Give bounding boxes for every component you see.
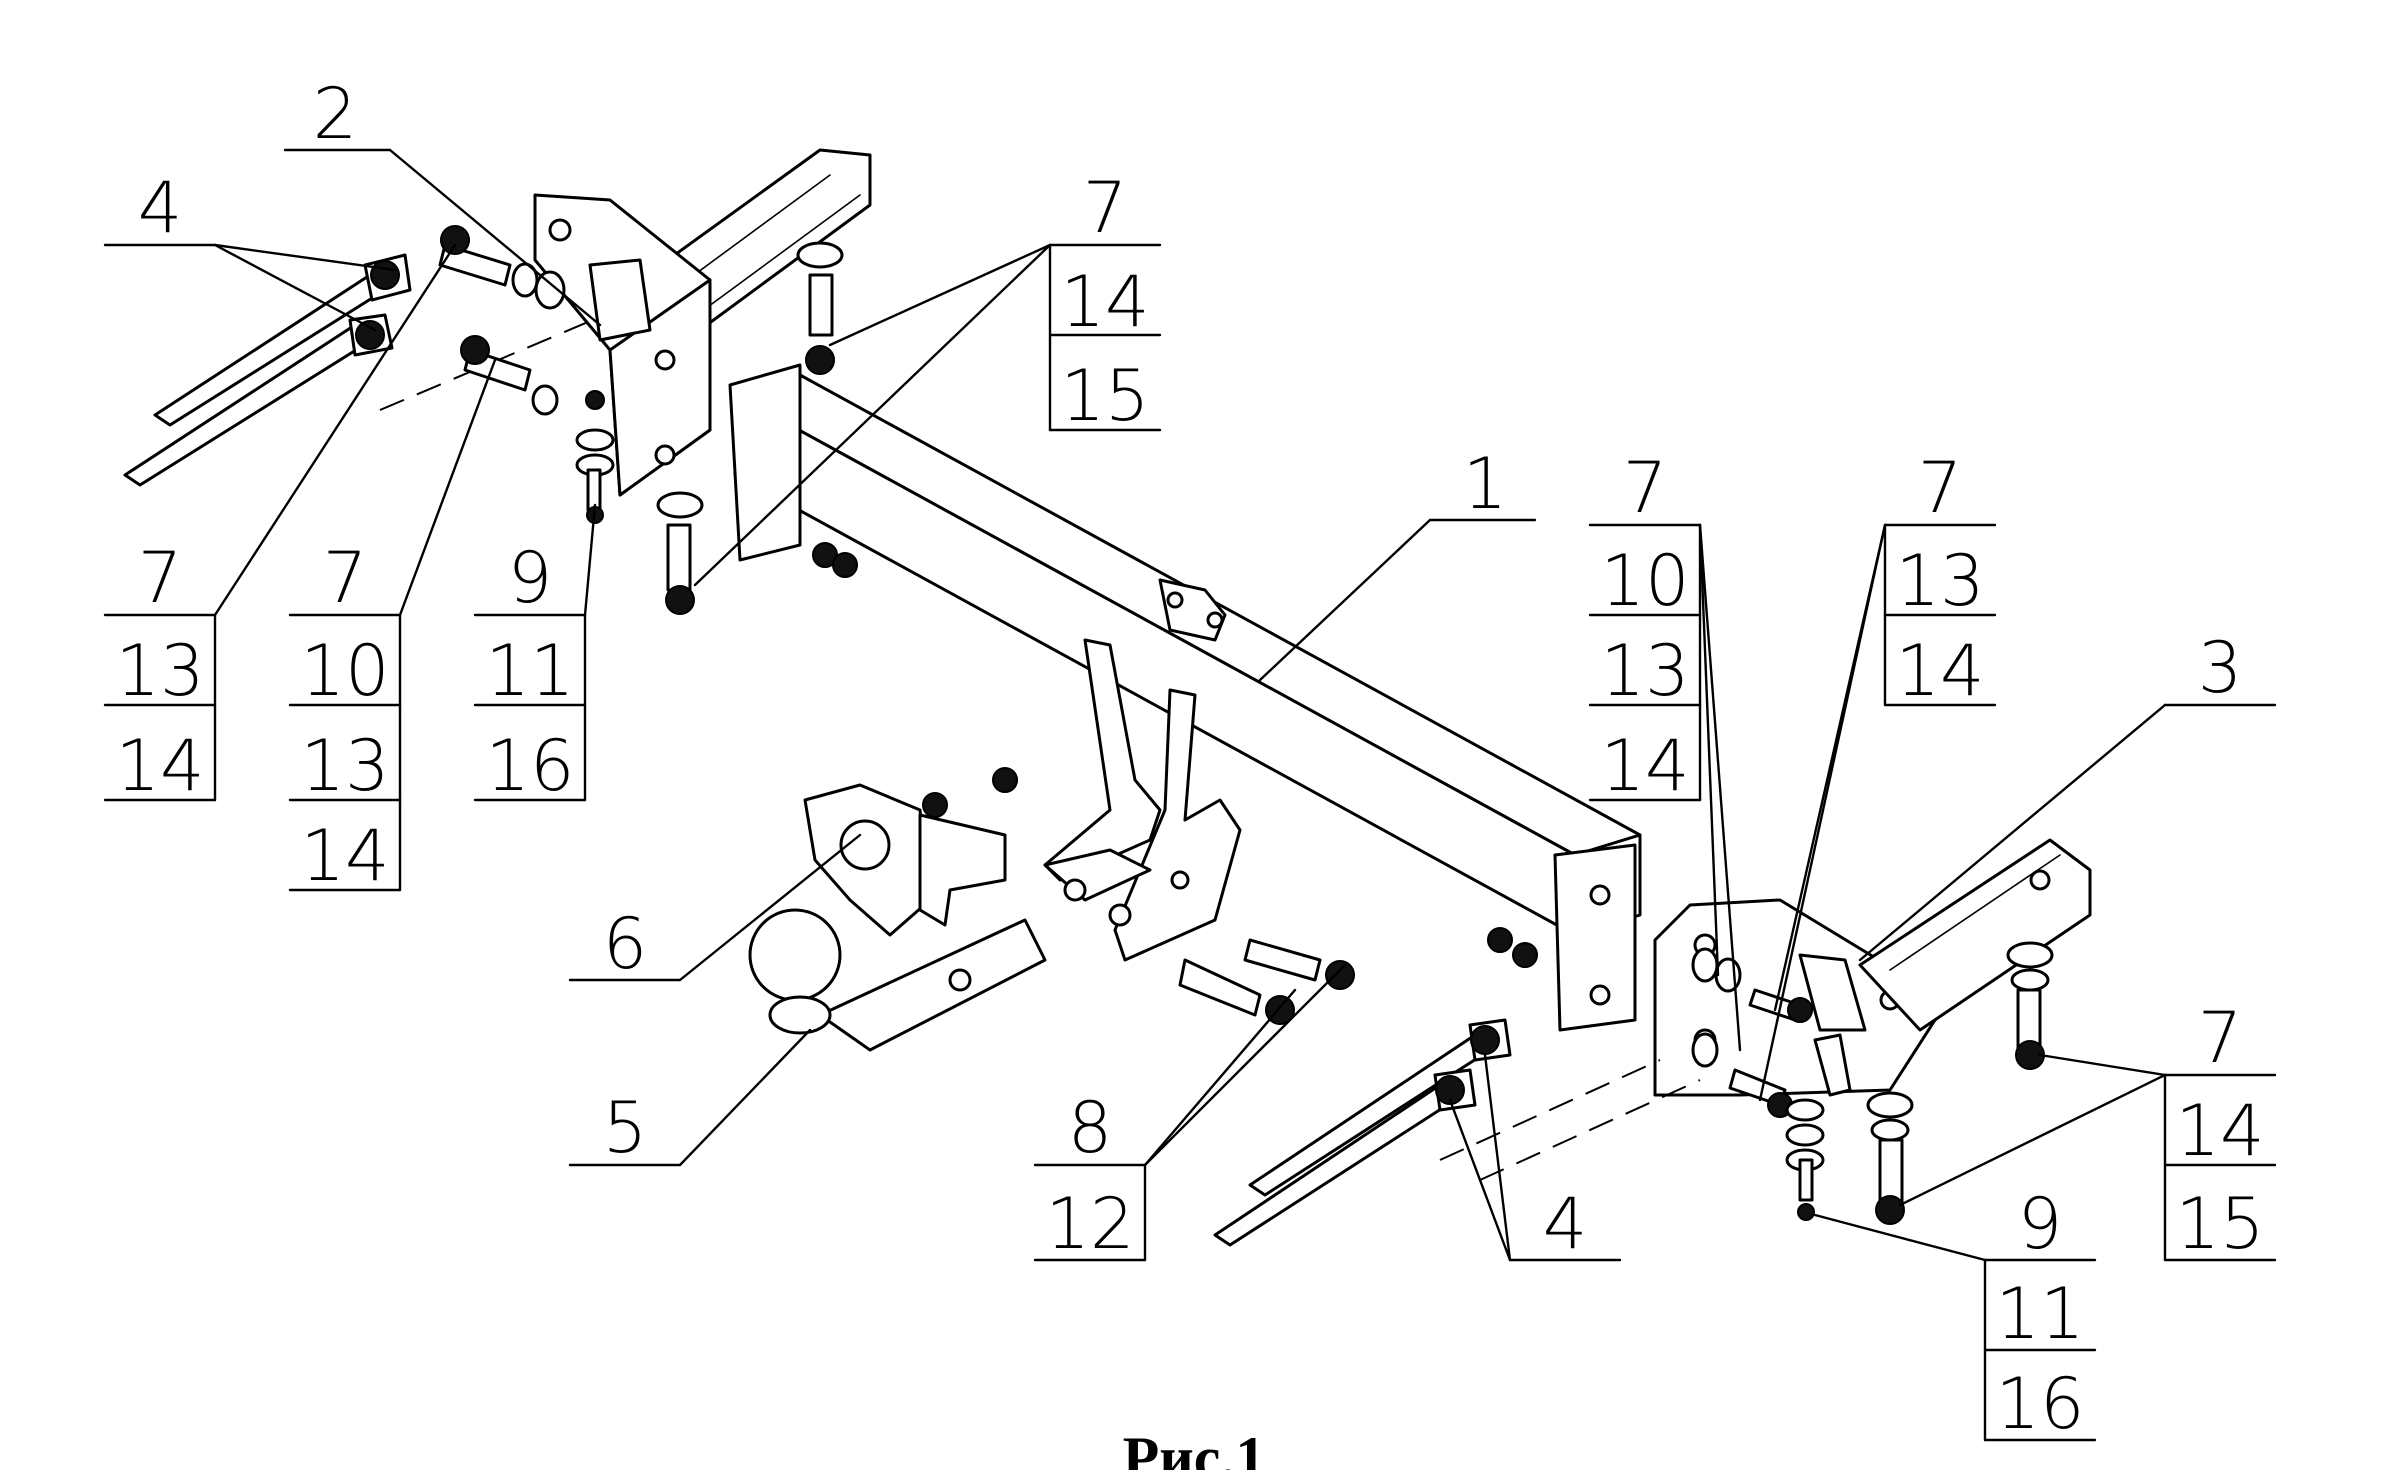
callout-4-right: 4 [1508, 1183, 1622, 1265]
callout-11-label: 11 [1995, 1273, 2084, 1355]
callout-4-right-label: 4 [1543, 1183, 1588, 1265]
main-cross-beam [728, 363, 1642, 1032]
callout-3-label: 3 [2198, 627, 2243, 709]
callout-4-left: 4 [103, 167, 217, 249]
callout-1: 1 [1428, 443, 1537, 525]
callout-10-label: 10 [300, 630, 389, 712]
right-frame-member [1439, 838, 2092, 1181]
ball-mount-bolts [1178, 938, 1355, 1025]
callout-8-label: 8 [1068, 1087, 1113, 1169]
right-tie-strips [1213, 1018, 1512, 1247]
callout-7-14-15-lower: 7 14 15 [2163, 997, 2277, 1265]
callout-7-label: 7 [323, 537, 368, 619]
callout-12-label: 12 [1045, 1183, 1134, 1265]
callout-13-label: 13 [300, 725, 389, 807]
callout-7-label: 7 [138, 537, 183, 619]
leader-lines [213, 148, 2167, 1262]
callout-8-12: 8 12 [1033, 1087, 1147, 1265]
callout-1-label: 1 [1463, 443, 1508, 525]
callout-14-label: 14 [2175, 1090, 2264, 1172]
callout-15-label: 15 [1060, 355, 1149, 437]
figure-caption: Рис.1 [1123, 1425, 1266, 1470]
callout-7-10-13-14-left: 7 10 13 14 [288, 537, 402, 897]
callout-9-11-16-right: 9 11 16 [1983, 1183, 2097, 1445]
callout-2: 2 [283, 73, 392, 155]
callout-3: 3 [2163, 627, 2277, 709]
callout-6: 6 [568, 903, 682, 985]
left-mounting-bracket [533, 193, 712, 497]
callout-13-label: 13 [1600, 630, 1689, 712]
callout-7-13-14-left: 7 13 14 [103, 537, 217, 807]
callout-7-13-14-right: 7 13 14 [1883, 447, 1997, 712]
callout-9-label: 9 [508, 537, 553, 619]
callout-16-label: 16 [1995, 1363, 2084, 1445]
tow-ball-neck [748, 908, 1047, 1052]
callout-4-left-label: 4 [138, 167, 183, 249]
socket-plate [803, 767, 1018, 937]
callout-14-label: 14 [1895, 630, 1984, 712]
callout-5: 5 [568, 1087, 682, 1169]
callout-13-label: 13 [1895, 540, 1984, 622]
callout-7-label: 7 [1623, 447, 1668, 529]
left-bolts-washers [438, 225, 858, 615]
callout-15-label: 15 [2175, 1183, 2264, 1265]
ball-mount-plates [1043, 638, 1242, 962]
callout-9-11-16-left: 9 11 16 [473, 537, 587, 807]
callout-9-label: 9 [2018, 1183, 2063, 1265]
callout-13-label: 13 [115, 630, 204, 712]
callout-7-10-13-14-right: 7 10 13 14 [1588, 447, 1702, 807]
callout-7-14-15-upper: 7 14 15 [1048, 167, 1162, 437]
callout-14-label: 14 [300, 815, 389, 897]
callout-7-label: 7 [1083, 167, 1128, 249]
callout-14-label: 14 [1060, 261, 1149, 343]
callout-16-label: 16 [485, 725, 574, 807]
callout-14-label: 14 [115, 725, 204, 807]
callout-5-label: 5 [603, 1087, 648, 1169]
callout-6-label: 6 [603, 903, 648, 985]
callout-14-label: 14 [1600, 725, 1689, 807]
right-bolts-washers [1691, 941, 2054, 1225]
callout-7-label: 7 [2198, 997, 2243, 1079]
callout-11-label: 11 [485, 630, 574, 712]
callout-7-label: 7 [1918, 447, 1963, 529]
left-tie-strips [123, 253, 412, 487]
callout-2-label: 2 [313, 73, 358, 155]
callout-10-label: 10 [1600, 540, 1689, 622]
